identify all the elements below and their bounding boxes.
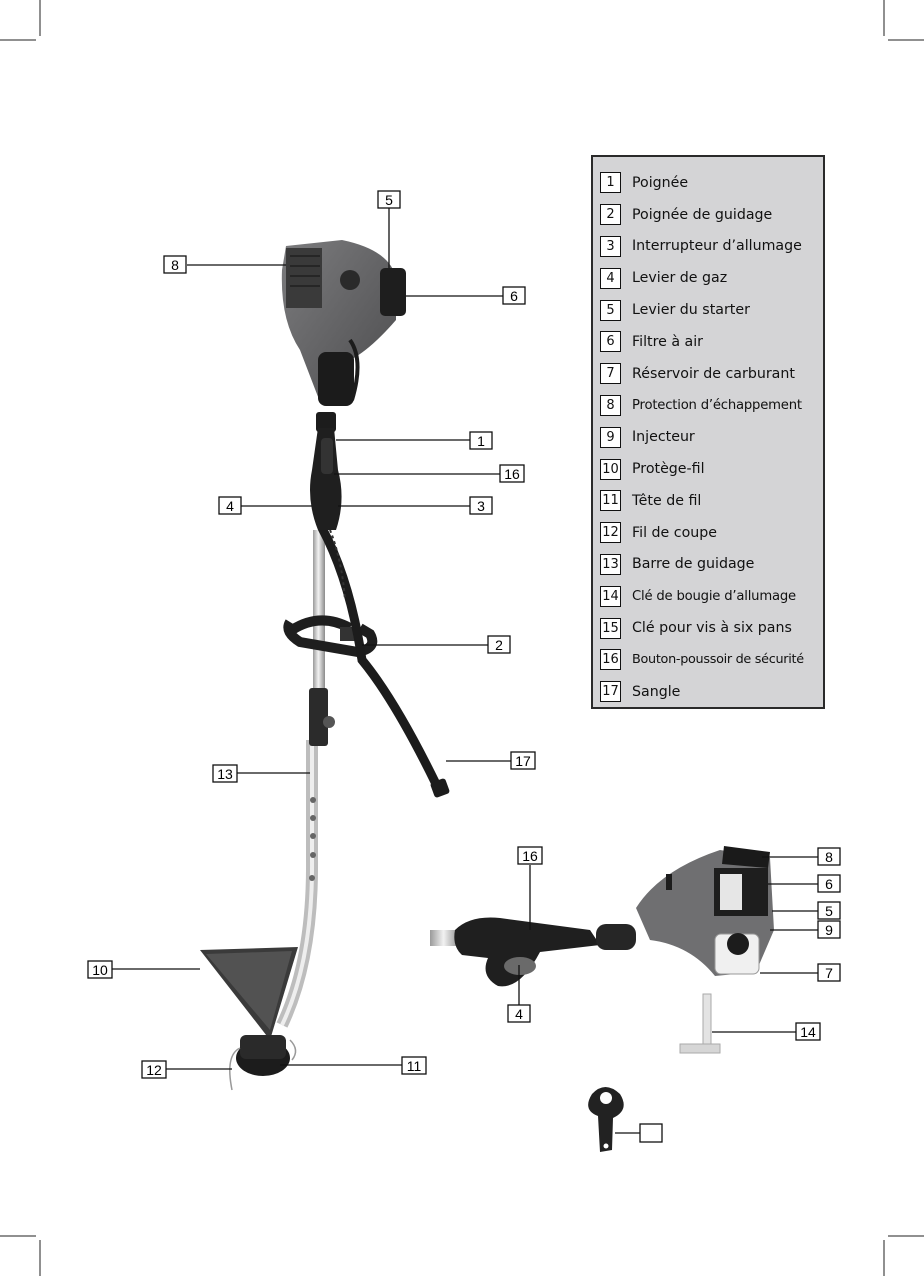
detail-callout-8: 8 — [825, 849, 833, 865]
legend-label: Poignée de guidage — [632, 206, 773, 223]
legend-number: 17 — [600, 681, 621, 703]
detail-callout-9: 9 — [825, 922, 833, 938]
legend-label: Barre de guidage — [632, 556, 755, 573]
legend-label: Sangle — [632, 683, 681, 700]
legend-item: 4 Levier de gaz — [593, 262, 823, 294]
legend-label: Clé pour vis à six pans — [632, 620, 792, 637]
main-callouts — [112, 207, 511, 1070]
detail-callout-6: 6 — [825, 876, 833, 892]
legend-label: Levier de gaz — [632, 270, 728, 287]
legend-item: 12 Fil de coupe — [593, 517, 823, 549]
legend-number: 10 — [600, 458, 621, 480]
callout-11: 11 — [407, 1058, 422, 1074]
legend-number: 2 — [600, 204, 621, 226]
callout-10: 10 — [92, 962, 108, 978]
legend-item: 11 Tête de fil — [593, 485, 823, 517]
callout-16: 16 — [504, 466, 520, 482]
detail-illustration — [430, 846, 774, 1152]
legend-label: Protège-fil — [632, 461, 705, 478]
legend-number: 15 — [600, 617, 621, 639]
detail-callout-16: 16 — [522, 848, 538, 864]
detail-handle — [454, 917, 600, 987]
legend-label: Levier du starter — [632, 302, 750, 319]
shaft-coupling — [309, 688, 328, 746]
legend-item: 17 Sangle — [593, 676, 823, 708]
detail-callout-4: 4 — [515, 1006, 523, 1022]
legend-number: 6 — [600, 331, 621, 353]
legend-label: Tête de fil — [632, 492, 702, 509]
detail-callout-5: 5 — [825, 903, 833, 919]
legend-item: 16 Bouton-poussoir de sécurité — [593, 644, 823, 676]
legend-item: 15 Clé pour vis à six pans — [593, 612, 823, 644]
callout-4: 4 — [226, 498, 234, 514]
callout-8: 8 — [171, 257, 179, 273]
legend-label: Fil de coupe — [632, 524, 717, 541]
legend-label: Injecteur — [632, 429, 695, 446]
legend-item: 3 Interrupteur d’allumage — [593, 231, 823, 263]
legend-number: 1 — [600, 172, 621, 194]
legend-item: 14 Clé de bougie d’allumage — [593, 580, 823, 612]
trimmer-illustration — [200, 240, 450, 1091]
legend-label: Protection d’échappement — [632, 397, 802, 413]
legend-number: 13 — [600, 553, 621, 575]
legend-item: 6 Filtre à air — [593, 326, 823, 358]
detail-callout-15-empty — [639, 1123, 663, 1143]
legend-item: 1 Poignée — [593, 167, 823, 199]
legend-label: Clé de bougie d’allumage — [632, 588, 796, 604]
callout-6: 6 — [510, 288, 518, 304]
main-callout-labels: 5 8 6 1 16 4 3 2 17 13 10 12 11 — [87, 190, 536, 1079]
legend-item: 10 Protège-fil — [593, 453, 823, 485]
legend-number: 9 — [600, 426, 621, 448]
hex-key-wrench — [588, 1087, 624, 1152]
legend-item: 7 Réservoir de carburant — [593, 358, 823, 390]
legend-number: 7 — [600, 363, 621, 385]
detail-callout-7: 7 — [825, 965, 833, 981]
parts-legend: 1 Poignée 2 Poignée de guidage 3 Interrupteur… — [591, 155, 825, 709]
legend-item: 5 Levier du starter — [593, 294, 823, 326]
shoulder-strap — [318, 525, 441, 786]
callout-12: 12 — [146, 1062, 162, 1078]
fuel-tank — [318, 352, 354, 406]
legend-label: Réservoir de carburant — [632, 365, 795, 382]
legend-item: 2 Poignée de guidage — [593, 199, 823, 231]
legend-item: 9 Injecteur — [593, 421, 823, 453]
callout-1: 1 — [477, 433, 485, 449]
legend-label: Filtre à air — [632, 333, 704, 350]
detail-callout-labels: 16 4 8 6 5 9 7 14 — [507, 846, 841, 1143]
legend-number: 5 — [600, 299, 621, 321]
legend-label: Interrupteur d’allumage — [632, 238, 802, 255]
legend-number: 12 — [600, 522, 621, 544]
spark-plug-wrench — [702, 993, 712, 1047]
legend-number: 14 — [600, 585, 621, 607]
callout-3: 3 — [477, 498, 485, 514]
legend-label: Bouton-poussoir de sécurité — [632, 652, 804, 668]
rear-handle — [310, 428, 342, 530]
legend-number: 3 — [600, 235, 621, 257]
callout-5: 5 — [385, 192, 393, 208]
legend-item: 8 Protection d’échappement — [593, 390, 823, 422]
callout-17: 17 — [515, 753, 531, 769]
legend-label: Poignée — [632, 174, 689, 191]
cutting-line — [229, 1047, 241, 1091]
detail-callouts — [518, 856, 818, 1134]
legend-item: 13 Barre de guidage — [593, 549, 823, 581]
legend-number: 11 — [600, 490, 621, 512]
callout-2: 2 — [495, 637, 503, 653]
legend-number: 16 — [600, 649, 621, 671]
legend-number: 8 — [600, 394, 621, 416]
legend-number: 4 — [600, 267, 621, 289]
air-filter — [380, 268, 406, 316]
callout-13: 13 — [217, 766, 233, 782]
detail-callout-14: 14 — [800, 1024, 816, 1040]
